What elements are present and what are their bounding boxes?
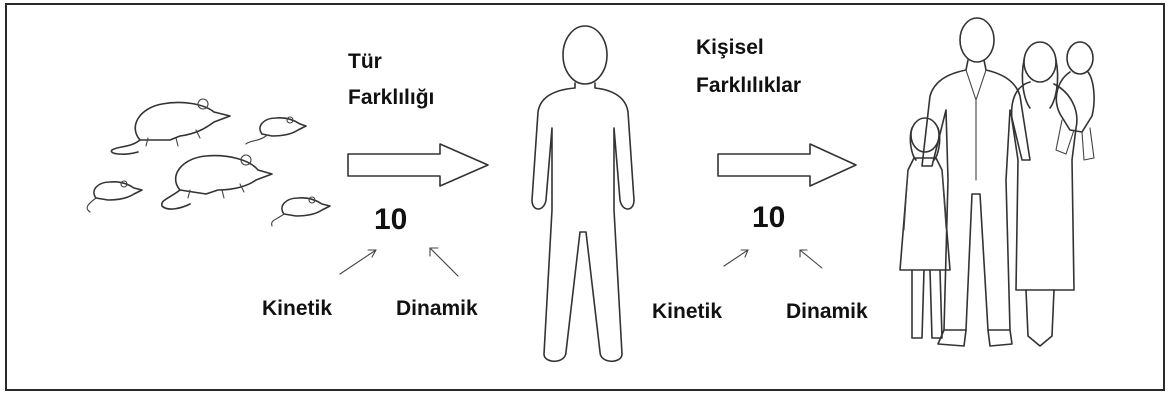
species-difference-title-line1: Tür [348,50,382,73]
human-silhouette-icon [531,25,635,363]
woman-with-child-figure [1010,41,1095,347]
arrow-right-icon [347,143,489,187]
individual-difference-factor: 10 [752,201,786,234]
species-kinetic-label: Kinetik [262,297,333,320]
family-icon [899,17,1095,347]
dynamic-pointer-icon [799,249,823,269]
kinetic-pointer-icon [339,249,377,275]
rat-icon [245,116,307,145]
rat-icon [271,196,331,227]
rat-icon [110,98,231,155]
species-difference-factor: 10 [374,203,408,236]
species-dynamic-label: Dinamik [396,297,478,320]
girl-figure [899,117,951,339]
individual-kinetic-label: Kinetik [652,300,723,323]
individual-difference-title-line2: Farklılıklar [696,74,802,97]
individual-difference-title-line1: Kişisel [696,36,764,59]
individual-dynamic-label: Dinamik [786,300,868,323]
rat-icon [86,180,143,213]
kinetic-pointer-icon [723,249,749,267]
rats-group-icon [86,98,331,227]
species-difference-title-line2: Farklılığı [348,86,435,109]
rat-icon [160,154,273,210]
dynamic-pointer-icon [429,247,459,277]
man-figure [921,17,1031,347]
arrow-right-icon [717,143,857,187]
